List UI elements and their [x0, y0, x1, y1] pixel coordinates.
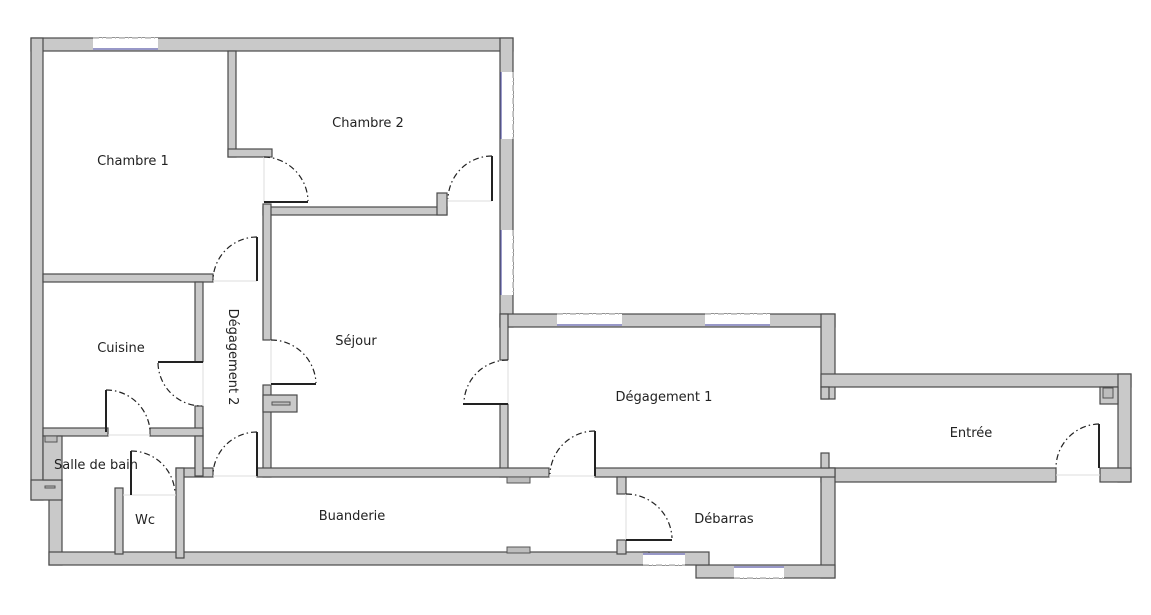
wall-chambre1-bottom	[42, 273, 214, 283]
window-sejour	[500, 230, 514, 295]
wall-chambre2-bottom	[262, 206, 448, 216]
wall-debarras-left-top	[616, 476, 627, 495]
wall-buanderie-top-mid	[256, 467, 550, 478]
wall-entree-bottom	[820, 467, 1057, 483]
door-sejour-west[interactable]	[270, 339, 317, 385]
wall-debarras-right	[820, 467, 836, 579]
room-label-entree: Entrée	[950, 426, 993, 441]
wall-chambre2-left	[227, 50, 237, 158]
door-chambre1[interactable]	[212, 236, 258, 282]
door-degagement1-buanderie[interactable]	[549, 430, 596, 477]
wall-sejour-right-top	[499, 313, 509, 361]
window-debarras-a	[643, 553, 685, 566]
wall-cuisine-right-top	[194, 281, 204, 363]
room-label-degagement2: Dégagement 2	[225, 309, 240, 406]
room-label-wc: Wc	[135, 513, 155, 528]
wall-sejour-left-top	[262, 203, 272, 341]
door-bathroom[interactable]	[105, 389, 151, 436]
wall-chambre2-step	[436, 192, 448, 216]
wall-buanderie-top-right	[594, 467, 836, 478]
door-debarras[interactable]	[625, 493, 673, 541]
wall-debarras-left-bottom	[616, 539, 627, 555]
window-chambre2	[500, 72, 514, 139]
room-label-degagement1: Dégagement 1	[616, 390, 713, 405]
wall-left-step	[30, 479, 63, 501]
door-sejour-east[interactable]	[463, 359, 509, 405]
wall-sejour-right-bottom	[499, 403, 509, 478]
window-chambre1	[93, 37, 158, 50]
doors	[105, 155, 1100, 541]
wall-entree-top	[820, 373, 1132, 388]
walls	[30, 37, 1132, 579]
wall-buanderie-left	[175, 467, 185, 559]
wall-bath-right	[194, 435, 204, 477]
door-cuisine[interactable]	[157, 361, 204, 407]
wall-left	[30, 37, 44, 501]
window-degagement1-b	[705, 313, 770, 326]
duct-5	[1102, 387, 1114, 399]
window-degagement1-a	[557, 313, 622, 326]
door-entree[interactable]	[1055, 423, 1100, 476]
door-wc[interactable]	[123, 450, 176, 496]
room-label-debarras: Débarras	[694, 512, 754, 527]
room-label-cuisine: Cuisine	[97, 341, 145, 356]
duct-1	[44, 435, 58, 443]
wall-cuisine-bottom-left	[42, 427, 109, 437]
room-labels: Chambre 1 Chambre 2 Cuisine Dégagement 2…	[54, 116, 992, 528]
wall-wc-left	[114, 487, 124, 555]
wall-buanderie-bottom	[48, 551, 650, 566]
duct-6	[44, 485, 56, 489]
room-label-salle-de-bain: Salle de bain	[54, 458, 138, 473]
room-label-chambre1: Chambre 1	[97, 154, 169, 169]
room-label-chambre2: Chambre 2	[332, 116, 404, 131]
duct-3	[506, 476, 531, 484]
room-label-sejour: Séjour	[335, 334, 377, 349]
wall-chambre2-left-foot	[227, 148, 273, 158]
window-debarras-b	[734, 566, 784, 579]
duct-4	[506, 546, 531, 554]
duct-2	[271, 401, 291, 406]
wall-entree-bottom-right	[1099, 467, 1132, 483]
ducts	[44, 387, 1114, 554]
wall-degagement1-top	[499, 313, 836, 328]
door-buanderie[interactable]	[212, 431, 258, 477]
door-chambre2-east[interactable]	[447, 155, 493, 202]
room-label-buanderie: Buanderie	[319, 509, 386, 524]
wall-entree-right	[1117, 373, 1132, 483]
wall-cuisine-bottom-right	[149, 427, 204, 437]
door-chambre2-west[interactable]	[263, 156, 309, 203]
wall-entree-stub-top	[820, 386, 830, 400]
wall-entree-stub-bottom	[820, 452, 830, 469]
windows	[93, 37, 784, 579]
